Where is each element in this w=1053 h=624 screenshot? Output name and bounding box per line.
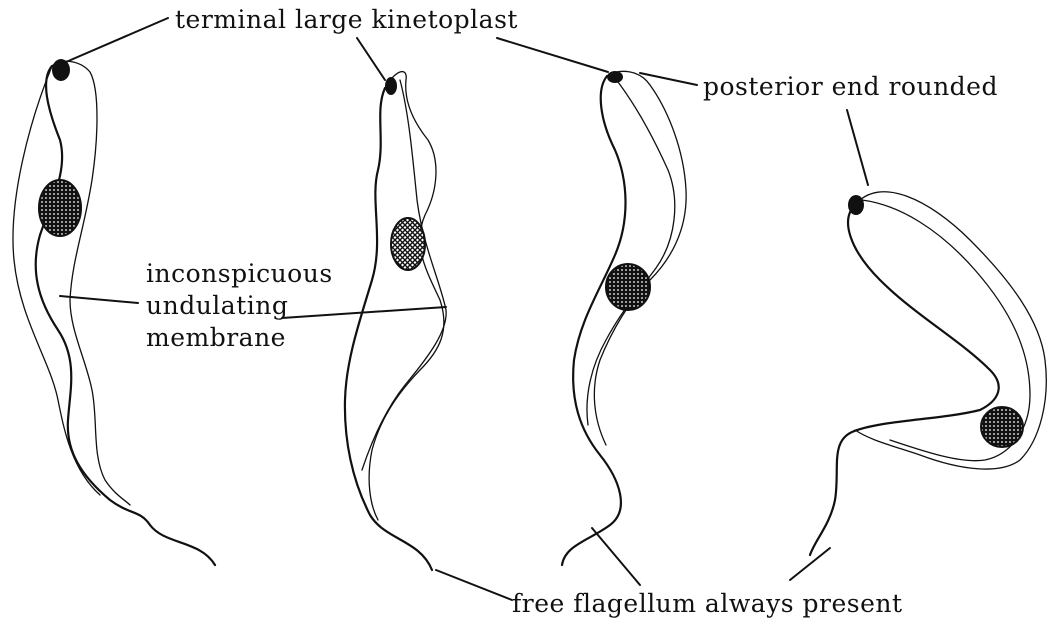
leader-flagellum-1 (436, 570, 512, 600)
organism-2-nucleus (391, 218, 425, 270)
organism-3-kinetoplast (607, 71, 623, 83)
organism-2-kinetoplast (385, 77, 397, 95)
leader-membrane-1 (60, 296, 138, 303)
organism-2-body-outline (345, 88, 432, 570)
leader-kinetoplast-3 (497, 38, 608, 72)
leader-kinetoplast-1 (66, 18, 168, 62)
organism-1-nucleus (39, 180, 81, 236)
label-membrane-line-1: inconspicuous (146, 259, 333, 288)
leader-kinetoplast-2 (357, 38, 385, 80)
label-membrane-line-3: membrane (146, 323, 286, 352)
leader-flagellum-2 (592, 528, 640, 585)
organism-2 (345, 72, 446, 570)
label-membrane-line-2: undulating (146, 291, 288, 320)
organism-3-body-outline-right (594, 71, 686, 445)
label-terminal-large-kinetoplast: terminal large kinetoplast (175, 5, 518, 34)
organism-1-body-outline-right (52, 61, 130, 505)
label-free-flagellum: free flagellum always present (512, 589, 903, 618)
organism-4 (810, 192, 1046, 555)
label-posterior-end-rounded: posterior end rounded (703, 72, 998, 101)
organism-4-nucleus (981, 407, 1023, 447)
organism-4-kinetoplast (848, 195, 864, 215)
organism-3-undulating-line (587, 78, 675, 425)
organism-3-body-outline (562, 76, 626, 565)
organism-4-body-outline (810, 205, 999, 555)
organism-3 (562, 71, 686, 565)
organism-3-nucleus (606, 264, 650, 310)
organism-2-undulating-line (362, 80, 446, 470)
leader-posterior-2 (847, 110, 868, 185)
